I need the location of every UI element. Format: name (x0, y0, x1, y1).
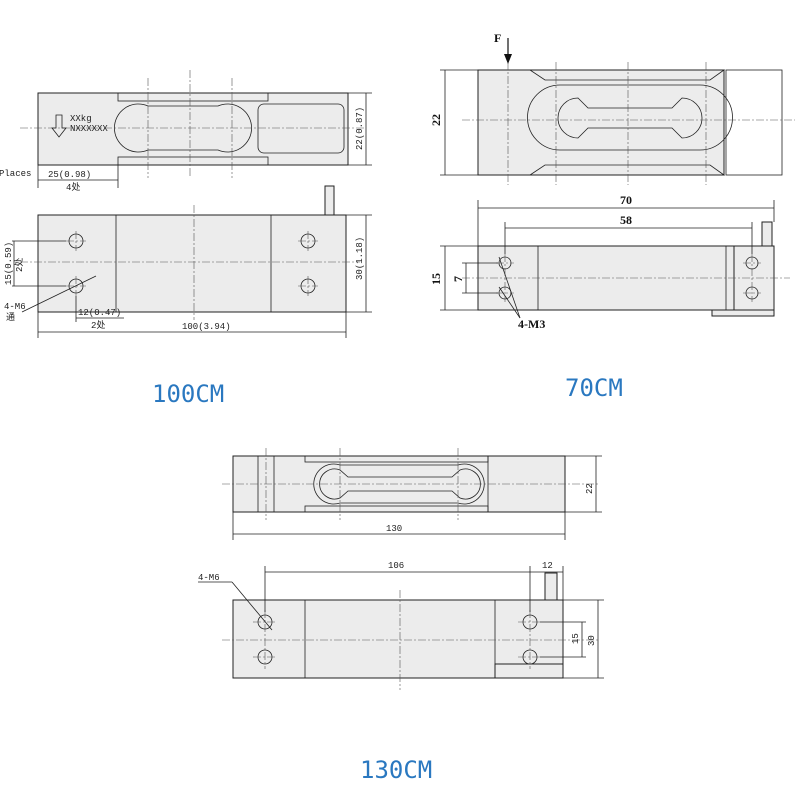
100cm-serial-label: NXXXXXX (70, 124, 108, 134)
100cm-cable (324, 185, 335, 216)
70cm-bottom-view: 70 58 15 7 4-M3 (429, 193, 790, 331)
100cm-top-hatch (257, 103, 345, 154)
70cm-dim-length: 70 (620, 193, 632, 207)
100cm-thread-note: 通 (6, 312, 15, 323)
100cm-capacity-label: XXkg (70, 114, 92, 124)
100cm-places-note: Places (0, 169, 31, 179)
130cm-top-dim-height: 22 (585, 483, 595, 494)
130cm-title: 130CM (360, 756, 432, 784)
130cm-bottom-view: 4-M6 106 12 15 30 (198, 561, 604, 690)
70cm-title: 70CM (565, 374, 623, 402)
70cm-bottom-dim-height: 15 (429, 273, 443, 285)
130cm-thread-label: 4-M6 (198, 573, 220, 583)
130cm-mount-holes (253, 610, 542, 669)
model-100cm: XXkg NXXXXXX 25(0.98) 4处 Places 22(0.87) (0, 70, 372, 408)
100cm-title: 100CM (152, 380, 224, 408)
100cm-mount-holes (66, 231, 318, 296)
100cm-bottom-dim-height: 30(1.18) (355, 237, 365, 280)
100cm-top-view: XXkg NXXXXXX 25(0.98) 4处 Places 22(0.87) (0, 70, 372, 193)
70cm-top-dim-height: 22 (429, 114, 443, 126)
130cm-top-slot (313, 463, 485, 505)
70cm-cable (761, 221, 773, 247)
70cm-top-view: F 22 (429, 31, 795, 185)
100cm-bottom-body (37, 214, 347, 313)
100cm-dim-edge: 12(0.47) (78, 308, 121, 318)
100cm-dim-offset-note: 4处 (66, 181, 80, 193)
70cm-force-label: F (494, 31, 501, 45)
100cm-dim-length: 100(3.94) (182, 322, 231, 332)
100cm-top-dim-height: 22(0.87) (355, 107, 365, 150)
130cm-dim-edge: 12 (542, 561, 553, 571)
130cm-dim-inner: 106 (388, 561, 404, 571)
70cm-top-body (477, 69, 725, 176)
70cm-dim-hole-spacing: 7 (451, 276, 465, 282)
70cm-dim-inner: 58 (620, 213, 632, 227)
130cm-bottom-dim-height: 30 (587, 635, 597, 646)
100cm-thread-label: 4-M6 (4, 302, 26, 312)
100cm-dim-offset: 25(0.98) (48, 170, 91, 180)
100cm-bottom-hatch (115, 214, 272, 313)
force-arrow-icon (504, 38, 512, 64)
130cm-dim-length: 130 (386, 524, 402, 534)
100cm-dim-edge-note: 2处 (91, 319, 105, 331)
arrow-down-icon (51, 114, 67, 138)
model-70cm: F 22 (429, 31, 795, 402)
70cm-top-hatch (725, 69, 783, 176)
100cm-dim-hole-note: 2处 (13, 258, 25, 272)
130cm-dim-hole-spacing: 15 (571, 633, 581, 644)
100cm-top-slot (114, 103, 252, 153)
70cm-thread-label: 4-M3 (518, 317, 545, 331)
100cm-dim-hole-spacing: 15(0.59) (4, 242, 14, 285)
100cm-bottom-view: 15(0.59) 2处 4-M6 通 12(0.47) 2处 100(3.94)… (4, 185, 372, 338)
130cm-cable (544, 572, 558, 601)
70cm-top-slot (527, 84, 733, 151)
130cm-top-view: 22 130 (222, 448, 602, 540)
model-130cm: 22 130 (198, 448, 604, 784)
